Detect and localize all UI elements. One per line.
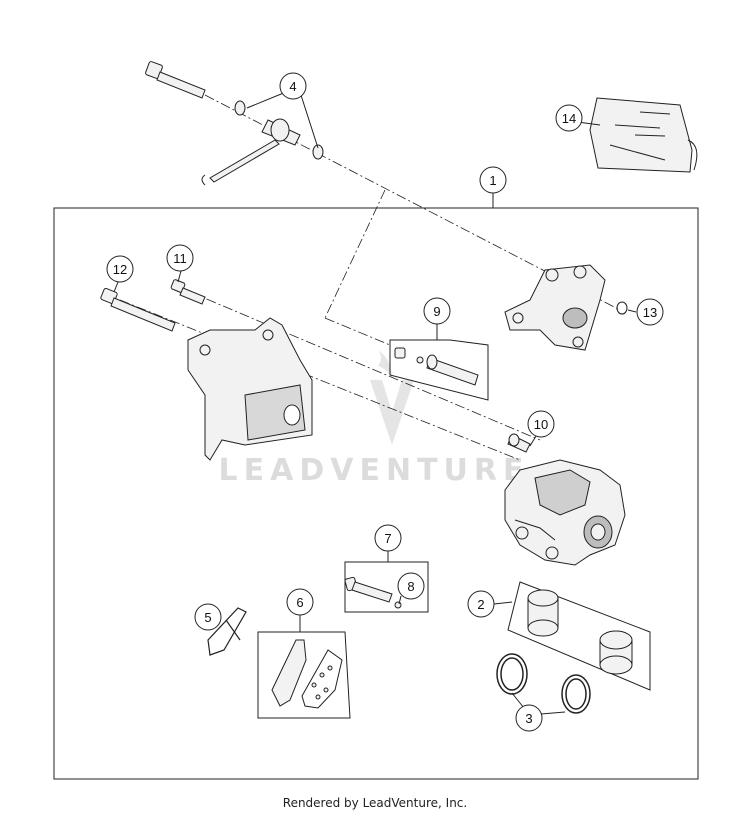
bleed-screw — [507, 433, 531, 453]
piston-kit — [507, 581, 651, 691]
callout-7-label: 7 — [384, 531, 391, 546]
slide-pin-kit — [389, 339, 489, 401]
caliper-carrier — [504, 264, 628, 351]
callout-13-label: 13 — [643, 305, 657, 320]
callout-14-label: 14 — [562, 111, 576, 126]
leader-lines — [113, 91, 637, 715]
axle-bolt-assembly — [145, 61, 324, 186]
callout-10: 10 — [527, 410, 555, 438]
piston-seals — [496, 653, 591, 714]
callout-7: 7 — [374, 524, 402, 552]
callout-3: 3 — [515, 704, 543, 732]
callout-1: 1 — [479, 166, 507, 194]
callout-13: 13 — [636, 298, 664, 326]
mounting-bolts — [100, 279, 206, 332]
pad-spring — [207, 607, 247, 656]
callout-9-label: 9 — [433, 304, 440, 319]
assembly-frame — [53, 207, 699, 780]
watermark-text: LEADVENTURE — [219, 453, 530, 488]
callout-4: 4 — [279, 72, 307, 100]
callout-10-label: 10 — [534, 417, 548, 432]
caliper-bracket — [187, 317, 313, 461]
callout-9: 9 — [423, 297, 451, 325]
pad-pin-kit — [344, 561, 429, 613]
callout-6: 6 — [286, 588, 314, 616]
leadventure-watermark: LEADVENTURE — [219, 350, 530, 488]
footer-credit: Rendered by LeadVenture, Inc. — [282, 796, 468, 810]
callout-5-label: 5 — [204, 610, 211, 625]
callout-2-label: 2 — [477, 597, 484, 612]
callout-1-label: 1 — [489, 173, 496, 188]
callout-14: 14 — [555, 104, 583, 132]
callout-6-label: 6 — [296, 595, 303, 610]
caliper-housing — [504, 459, 626, 566]
tool-pouch-icon — [589, 97, 698, 173]
callout-2: 2 — [467, 590, 495, 618]
callout-12-label: 12 — [113, 262, 127, 277]
callout-11-label: 11 — [173, 251, 187, 266]
callout-5: 5 — [194, 603, 222, 631]
callout-12: 12 — [106, 255, 134, 283]
callout-11: 11 — [166, 244, 194, 272]
brake-pads-kit — [257, 631, 351, 719]
callout-4-label: 4 — [289, 79, 296, 94]
callout-3-label: 3 — [525, 711, 532, 726]
callout-8: 8 — [397, 572, 425, 600]
callout-8-label: 8 — [407, 579, 414, 594]
